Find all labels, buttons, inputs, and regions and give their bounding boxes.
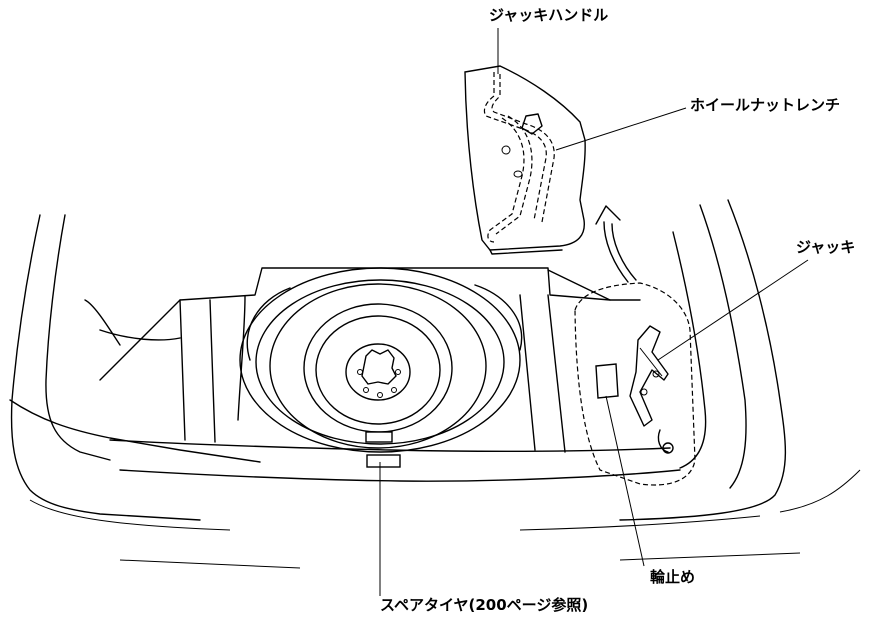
wheel-chock-label: 輪止め (650, 568, 696, 586)
car-body-right (519, 199, 861, 561)
spare-tire-label: スペアタイヤ(200ページ参照) (380, 596, 589, 614)
wheel-chock (595, 363, 619, 399)
jack-label: ジャッキ (796, 238, 856, 256)
jack-handle-label: ジャッキハンドル (489, 6, 609, 24)
leader-lines (379, 28, 809, 596)
wheel-nut-wrench-label: ホイールナットレンチ (690, 96, 841, 114)
tool-cover-panel (464, 65, 586, 255)
jack (629, 325, 674, 454)
trunk-floor (99, 267, 681, 482)
arrow (595, 205, 637, 283)
spare-tire (239, 267, 523, 453)
side-compartment (574, 282, 696, 486)
car-body-left (9, 214, 301, 569)
